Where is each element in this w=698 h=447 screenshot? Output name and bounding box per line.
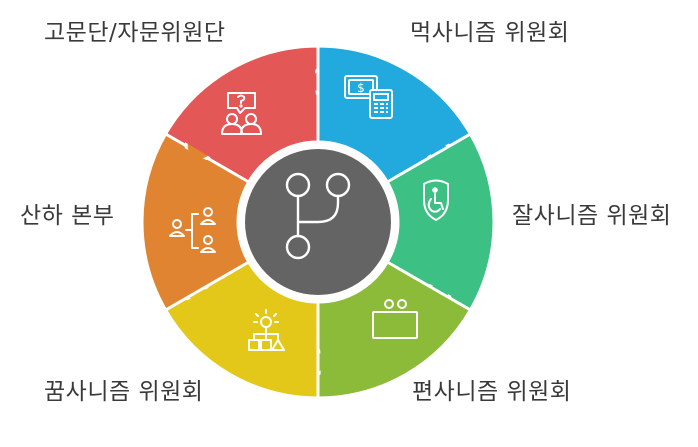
- label-muk: 먹사니즘 위원회: [410, 20, 570, 46]
- svg-text:$: $: [357, 81, 365, 95]
- center-hub-ring: [238, 142, 398, 302]
- label-kkum: 꿈사니즘 위원회: [44, 379, 204, 405]
- segment-fill-kkum: [168, 264, 317, 396]
- label-advisory: 고문단/자문위원단: [44, 20, 226, 46]
- segment-fill-hq: [144, 137, 247, 307]
- shield-accessibility-icon: [423, 179, 449, 221]
- segment-fill-jal: [389, 137, 492, 307]
- idea-structure-icon: [248, 309, 285, 351]
- org-hierarchy-icon: [169, 207, 216, 253]
- branch-icon: [285, 172, 351, 260]
- segment-fill-pyeon: [319, 264, 468, 396]
- segment-fill-advisory: [168, 48, 317, 180]
- question-speech-people-icon: [221, 92, 262, 135]
- money-calculator-icon: $: [344, 75, 393, 119]
- label-jal: 잘사니즘 위원회: [512, 203, 672, 229]
- label-hq: 산하 본부: [20, 203, 115, 229]
- label-pyeon: 편사니즘 위원회: [412, 379, 572, 405]
- board-people-icon: [372, 299, 418, 339]
